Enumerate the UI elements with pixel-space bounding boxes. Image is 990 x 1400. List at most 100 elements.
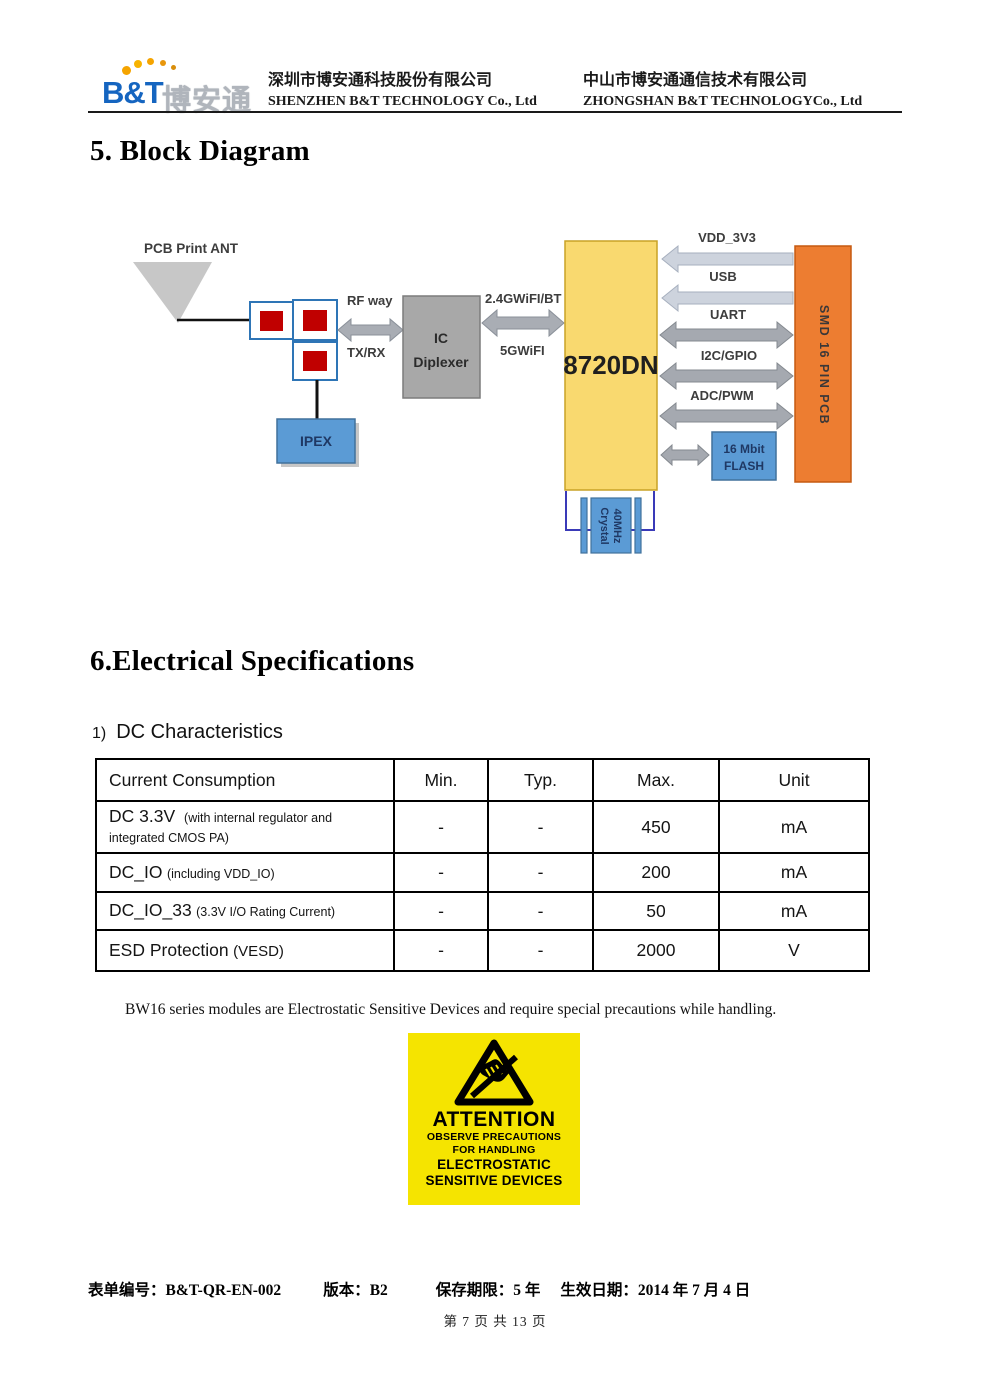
warning-line-3: ELECTROSTATIC xyxy=(437,1157,551,1173)
cell-min: - xyxy=(393,891,489,931)
col-header-min: Min. xyxy=(393,758,489,802)
diplexer-label-2: Diplexer xyxy=(413,354,469,370)
footer-retention: 保存期限：5 年 xyxy=(435,1282,541,1299)
warning-line-1: OBSERVE PRECAUTIONS xyxy=(426,1131,562,1144)
ant-label: PCB Print ANT xyxy=(144,241,239,256)
header-company-1: 深圳市博安通科技股份有限公司 SHENZHEN B&T TECHNOLOGY C… xyxy=(268,66,598,110)
footer-version: 版本：B2 xyxy=(323,1282,388,1299)
antenna-triangle xyxy=(133,262,212,323)
wifi5-label: 5GWiFI xyxy=(500,343,545,358)
arrow-uart xyxy=(659,320,794,350)
esd-hand-icon xyxy=(454,1039,534,1106)
company-name-cn: 中山市博安通通信技术有限公司 xyxy=(583,72,808,89)
block-diagram: PCB Print ANT IPEX RF way TX/RX IC Diple… xyxy=(133,230,852,554)
cell-typ: - xyxy=(487,852,594,893)
company-name-en: SHENZHEN B&T TECHNOLOGY Co., Ltd xyxy=(268,94,537,109)
tx-rx-label: TX/RX xyxy=(347,345,386,360)
cell-min: - xyxy=(393,929,489,972)
dc-characteristics-heading: 1) DC Characteristics xyxy=(92,721,283,744)
logo-text-bt: B&T xyxy=(102,75,164,110)
smd-pcb-label: SMD 16 PIN PCB xyxy=(817,305,831,425)
col-header-typ: Typ. xyxy=(487,758,594,802)
logo-dot xyxy=(122,66,131,75)
subsection-number: 1) xyxy=(92,725,107,742)
arrow-usb xyxy=(661,283,794,313)
cell-max: 200 xyxy=(592,852,720,893)
warning-line-4: SENSITIVE DEVICES xyxy=(425,1173,563,1189)
ipex-label: IPEX xyxy=(300,433,333,449)
flash-box xyxy=(711,431,777,481)
subsection-title: DC Characteristics xyxy=(116,721,283,743)
crystal-label-1: 40MHz xyxy=(611,509,623,544)
row-label: ESD Protection xyxy=(109,939,229,960)
pad-red xyxy=(303,310,327,331)
table-row: DC_IO (including VDD_IO) - - 200 mA xyxy=(95,852,870,893)
table-row: DC 3.3V (with internal regulator and int… xyxy=(95,800,870,854)
company-name-en: ZHONGSHAN B&T TECHNOLOGYCo., Ltd xyxy=(583,94,863,109)
chip-8720dn-label: 8720DN xyxy=(563,350,658,380)
arrow-i2c xyxy=(659,361,794,391)
row-label: DC_IO_33 xyxy=(109,900,192,920)
header-company-2: 中山市博安通通信技术有限公司 ZHONGSHAN B&T TECHNOLOGYC… xyxy=(583,66,913,110)
pad-red xyxy=(303,351,327,371)
pad-red xyxy=(260,311,283,331)
arrow-wifi xyxy=(481,308,565,338)
cell-unit: V xyxy=(718,929,870,972)
table-row: DC_IO_33 (3.3V I/O Rating Current) - - 5… xyxy=(95,891,870,931)
cell-max: 2000 xyxy=(592,929,720,972)
crystal-bar-left xyxy=(580,497,588,554)
arrow-flash xyxy=(660,443,710,467)
logo-dot xyxy=(160,60,166,66)
company-logo: B&T 博安通 xyxy=(100,55,270,117)
esd-note-text: BW16 series modules are Electrostatic Se… xyxy=(125,1001,777,1018)
crystal-label-2: Crystal xyxy=(598,507,610,544)
row-label-note: (including VDD_IO) xyxy=(166,866,275,881)
section-5-title: 5. Block Diagram xyxy=(90,135,310,167)
logo-dot xyxy=(171,65,176,70)
cell-typ: - xyxy=(487,800,594,854)
col-header-max: Max. xyxy=(592,758,720,802)
rf-way-label: RF way xyxy=(347,293,393,308)
i2c-label: I2C/GPIO xyxy=(701,348,757,363)
chip-8720dn-box xyxy=(564,240,658,491)
row-label: DC_IO xyxy=(109,861,163,882)
flash-label-2: FLASH xyxy=(724,459,764,473)
company-name-cn: 深圳市博安通科技股份有限公司 xyxy=(268,72,493,89)
arrow-rf-way xyxy=(337,317,404,343)
footer-effective-date: 生效日期：2014 年 7 月 4 日 xyxy=(560,1282,751,1299)
logo-dot xyxy=(134,60,142,68)
flash-label-1: 16 Mbit xyxy=(723,442,764,456)
footer-form-info: 表单编号：B&T-QR-EN-002 版本：B2 保存期限：5 年 生效日期：2… xyxy=(88,1278,902,1300)
row-label-note: (VESD) xyxy=(233,942,284,960)
wifi24-label: 2.4GWiFI/BT xyxy=(485,291,562,306)
vdd-label: VDD_3V3 xyxy=(698,230,756,245)
arrow-vdd xyxy=(661,244,794,274)
warning-title: ATTENTION xyxy=(432,1108,556,1131)
cell-min: - xyxy=(393,800,489,854)
warning-line-2: FOR HANDLING xyxy=(452,1144,536,1157)
usb-label: USB xyxy=(709,269,736,284)
header-divider xyxy=(88,111,902,113)
cell-max: 450 xyxy=(592,800,720,854)
cell-typ: - xyxy=(487,929,594,972)
uart-label: UART xyxy=(710,307,746,322)
logo-dot xyxy=(147,58,154,65)
row-label-note: (3.3V I/O Rating Current) xyxy=(196,905,336,919)
arrow-adc xyxy=(659,401,794,431)
esd-warning-label: ATTENTION OBSERVE PRECAUTIONS FOR HANDLI… xyxy=(408,1033,580,1205)
row-label: DC 3.3V xyxy=(109,806,176,826)
crystal-box xyxy=(590,497,632,554)
cell-typ: - xyxy=(487,891,594,931)
cell-max: 50 xyxy=(592,891,720,931)
col-header-current-consumption: Current Consumption xyxy=(95,758,395,802)
ipex-box xyxy=(276,418,356,464)
crystal-bar-right xyxy=(634,497,642,554)
cell-unit: mA xyxy=(718,891,870,931)
dc-characteristics-table: Current Consumption Min. Typ. Max. Unit … xyxy=(95,758,870,972)
diplexer-label-1: IC xyxy=(434,330,448,346)
footer-form-number: 表单编号：B&T-QR-EN-002 xyxy=(88,1282,282,1299)
cell-unit: mA xyxy=(718,800,870,854)
cell-min: - xyxy=(393,852,489,893)
col-header-unit: Unit xyxy=(718,758,870,802)
